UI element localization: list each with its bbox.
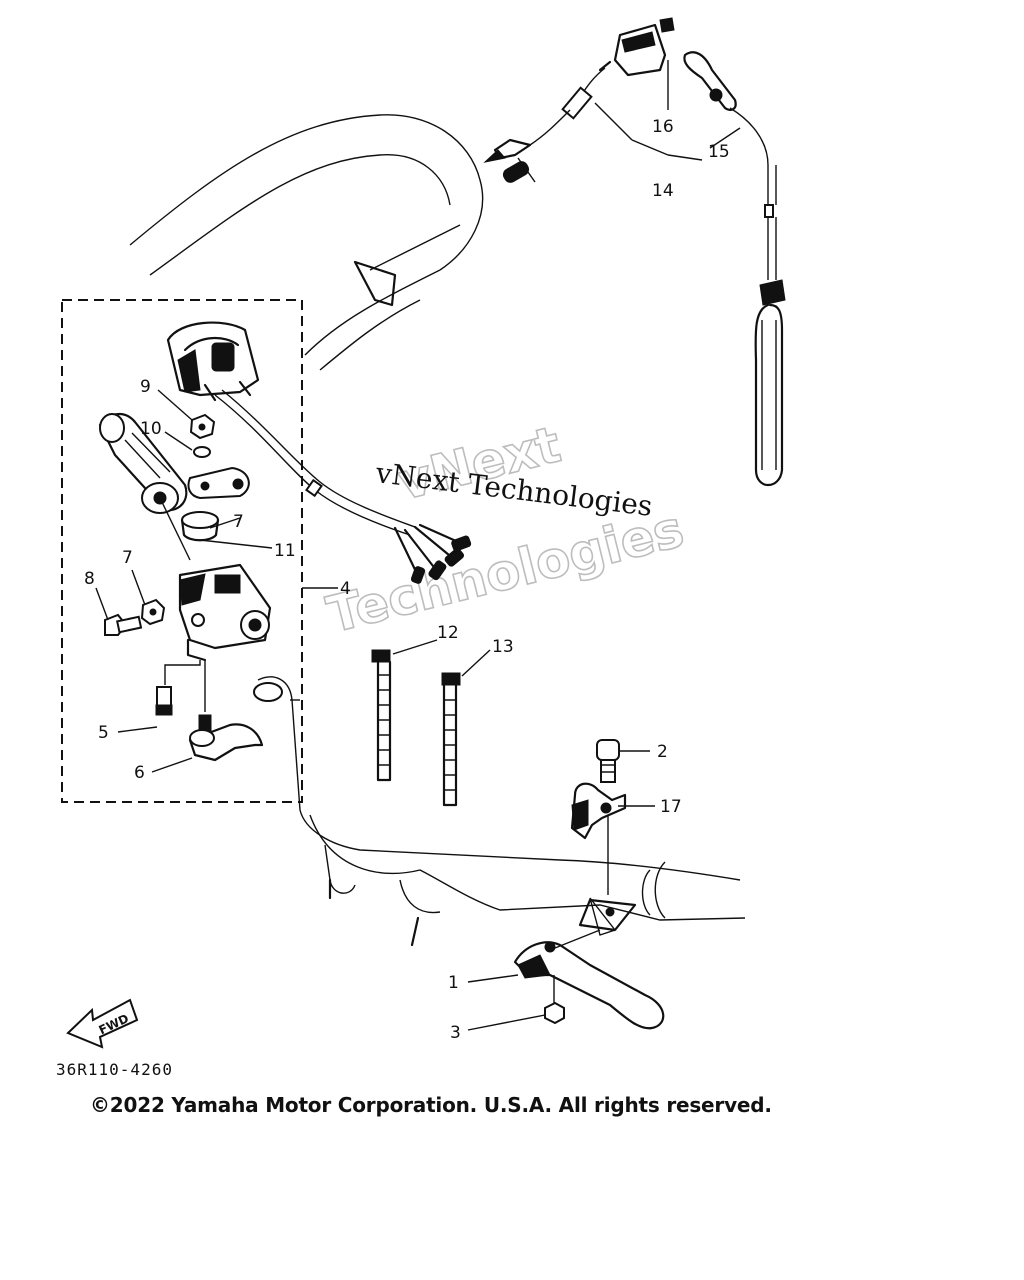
- switch-housing-bottom: [178, 563, 272, 662]
- screw-5: [155, 660, 201, 716]
- callout-6: 6: [134, 763, 145, 783]
- bracket-clamp: [578, 898, 637, 932]
- callout-12: 12: [437, 623, 459, 643]
- callout-5: 5: [98, 723, 109, 743]
- callout-16: 16: [652, 117, 674, 137]
- diagram-code: 36R110-4260: [56, 1060, 173, 1079]
- bracket-17: [570, 782, 627, 840]
- callout-1: 1: [448, 973, 459, 993]
- callout-4: 4: [340, 579, 351, 599]
- connector-bundle: [393, 523, 472, 584]
- callout-15: 15: [708, 142, 730, 162]
- bolt-8: [104, 613, 143, 636]
- callout-11: 11: [274, 541, 296, 561]
- callout-7-top: 7: [233, 512, 244, 532]
- lever-1: [513, 941, 665, 1030]
- callout-8: 8: [84, 569, 95, 589]
- washer-10: [193, 446, 211, 458]
- nut-3: [544, 1001, 565, 1025]
- grip: [98, 413, 188, 514]
- handlebar: [253, 676, 746, 947]
- bracket-plate: [187, 466, 250, 500]
- watermark-line2: Technologies: [321, 500, 689, 644]
- callout-7: 7: [122, 548, 133, 568]
- kill-switch-16: [483, 17, 675, 183]
- callout-13: 13: [492, 637, 514, 657]
- callout-17: 17: [660, 797, 682, 817]
- lanyard-15: [683, 51, 786, 486]
- callout-10: 10: [140, 419, 162, 439]
- lever-piece-6: [188, 660, 264, 762]
- callout-9: 9: [140, 377, 151, 397]
- watermark: vNext Technologies: [321, 415, 690, 646]
- nut-7: [140, 598, 166, 626]
- copyright-notice: ©2022 Yamaha Motor Corporation. U.S.A. A…: [90, 1093, 772, 1117]
- callout-2: 2: [657, 742, 668, 762]
- leader-lines: [95, 60, 741, 1031]
- callout-3: 3: [450, 1023, 461, 1043]
- switch-housing-top: [166, 321, 472, 584]
- nut-9: [189, 413, 216, 440]
- callout-14: 14: [652, 181, 674, 201]
- fwd-arrow-icon: FWD: [66, 998, 139, 1049]
- cable-tie-12: [371, 649, 392, 782]
- bolt-2: [596, 739, 620, 783]
- frame-outline: [129, 114, 484, 371]
- callout-labels: 9 10 7 11 4 7 8 5 6 12 13 16 15 14 2 17 …: [84, 117, 730, 1043]
- cable-tie-13: [441, 672, 461, 807]
- switch-assembly-box: [61, 299, 303, 803]
- collar-11: [180, 511, 220, 542]
